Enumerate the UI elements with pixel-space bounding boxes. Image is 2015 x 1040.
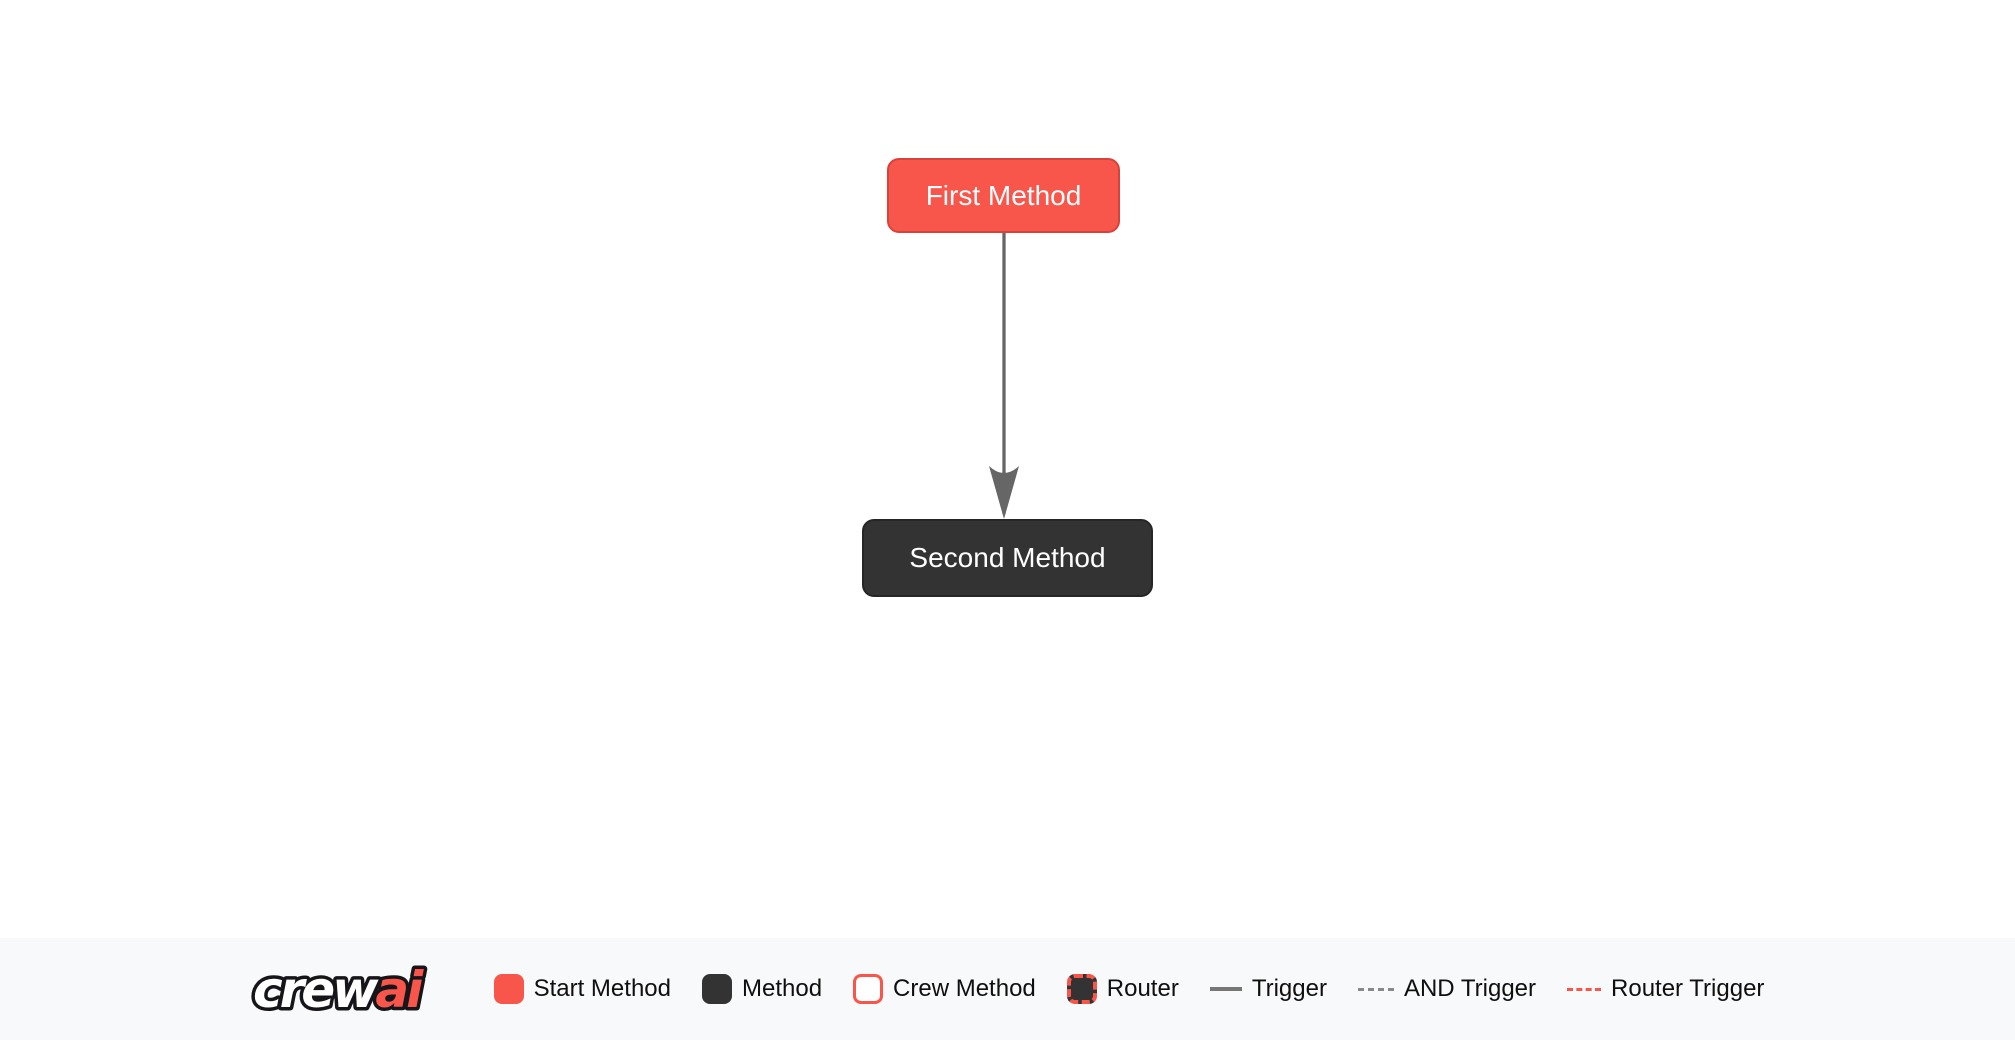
- svg-text:crewai: crewai: [253, 961, 424, 1019]
- node-first-method-label: First Method: [925, 179, 1082, 211]
- crewai-logo-ai: ai: [375, 961, 424, 1019]
- legend-bar: crewai Start Method Method Crew Method R…: [0, 938, 2015, 1040]
- legend-item-method: Method: [701, 974, 823, 1004]
- trigger-edge-arrowhead-icon: [989, 466, 1019, 519]
- node-second-method[interactable]: Second Method: [862, 519, 1153, 597]
- legend-item-label: Trigger: [1251, 975, 1327, 1002]
- method-swatch-icon: [701, 974, 732, 1004]
- node-first-method[interactable]: First Method: [887, 158, 1120, 233]
- legend-item-crew-method: Crew Method: [853, 974, 1036, 1004]
- legend-item-label: Method: [741, 975, 823, 1002]
- router-trigger-line-icon: [1567, 987, 1602, 991]
- legend-item-start-method: Start Method: [493, 974, 671, 1004]
- router-swatch-icon: [1066, 974, 1097, 1004]
- trigger-line-icon: [1209, 987, 1242, 991]
- legend-item-label: AND Trigger: [1403, 975, 1537, 1002]
- legend-item-router: Router: [1066, 974, 1179, 1004]
- legend-item-label: Start Method: [533, 975, 671, 1002]
- flow-canvas[interactable]: First Method Second Method: [0, 0, 2015, 938]
- legend-item-label: Router: [1106, 975, 1179, 1002]
- and-trigger-line-icon: [1357, 987, 1394, 991]
- crewai-logo: crewai: [251, 958, 431, 1023]
- crewai-logo-crew: crew: [253, 961, 379, 1019]
- crew-method-swatch-icon: [853, 974, 884, 1004]
- trigger-edge[interactable]: [989, 233, 1019, 519]
- start-method-swatch-icon: [493, 974, 524, 1004]
- node-second-method-label: Second Method: [909, 542, 1106, 573]
- edge-layer: [989, 233, 1019, 519]
- legend-item-router-trigger: Router Trigger: [1567, 975, 1764, 1003]
- legend-item-trigger: Trigger: [1209, 975, 1327, 1003]
- legend-item-label: Crew Method: [893, 975, 1036, 1002]
- legend-item-label: Router Trigger: [1611, 975, 1765, 1002]
- legend-item-and-trigger: AND Trigger: [1357, 975, 1537, 1003]
